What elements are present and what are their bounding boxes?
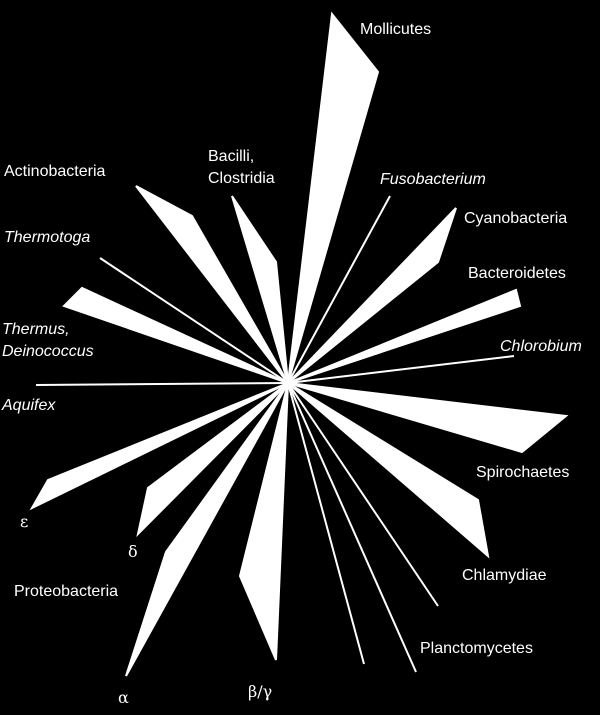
- label-chlorobium: Chlorobium: [500, 338, 582, 355]
- branch-line-b: [287, 382, 417, 673]
- label-beta-gamma: β/γ: [248, 682, 273, 701]
- label-clostridia: Clostridia: [208, 170, 275, 187]
- label-bacilli: Bacilli,: [208, 148, 255, 165]
- branch-spirochaetes: [287, 382, 569, 454]
- branch-cyanobacteria: [287, 207, 457, 384]
- label-chlamydiae: Chlamydiae: [462, 567, 547, 584]
- branch-beta-gamma: [238, 382, 289, 661]
- label-planctomycetes: Planctomycetes: [420, 640, 533, 657]
- branch-alpha: [125, 382, 289, 677]
- label-spirochaetes: Spirochaetes: [476, 464, 570, 481]
- branch-actinobacteria: [135, 185, 289, 384]
- label-aquifex: Aquifex: [2, 397, 56, 414]
- label-actinobacteria: Actinobacteria: [4, 163, 106, 180]
- branch-aquifex: [35, 382, 289, 386]
- label-thermus: Thermus,: [2, 321, 70, 338]
- label-deinococcus: Deinococcus: [2, 343, 94, 360]
- branch-fusobacterium: [287, 195, 391, 384]
- branch-delta: [136, 382, 289, 538]
- label-alpha: α: [118, 688, 129, 707]
- branch-chlamydiae: [287, 382, 490, 559]
- label-fusobacterium: Fusobacterium: [380, 171, 486, 188]
- branch-mollicutes: [287, 11, 380, 384]
- label-proteobacteria: Proteobacteria: [14, 583, 119, 600]
- branch-bacilli-clostridia: [231, 195, 289, 384]
- branch-line-a: [287, 382, 439, 607]
- branch-epsilon: [29, 382, 289, 511]
- branch-thermus-deinococcus: [62, 286, 289, 384]
- label-thermotoga: Thermotoga: [4, 229, 91, 246]
- label-mollicutes: Mollicutes: [360, 21, 432, 38]
- branch-bacteroidetes: [287, 288, 522, 384]
- branch-thermotoga: [99, 257, 289, 384]
- label-delta: δ: [128, 542, 138, 561]
- label-cyanobacteria: Cyanobacteria: [464, 210, 568, 227]
- branch-chlorobium: [287, 355, 515, 384]
- label-bacteroidetes: Bacteroidetes: [468, 265, 566, 282]
- branch-line-c: [287, 382, 365, 665]
- label-epsilon: ε: [20, 512, 29, 531]
